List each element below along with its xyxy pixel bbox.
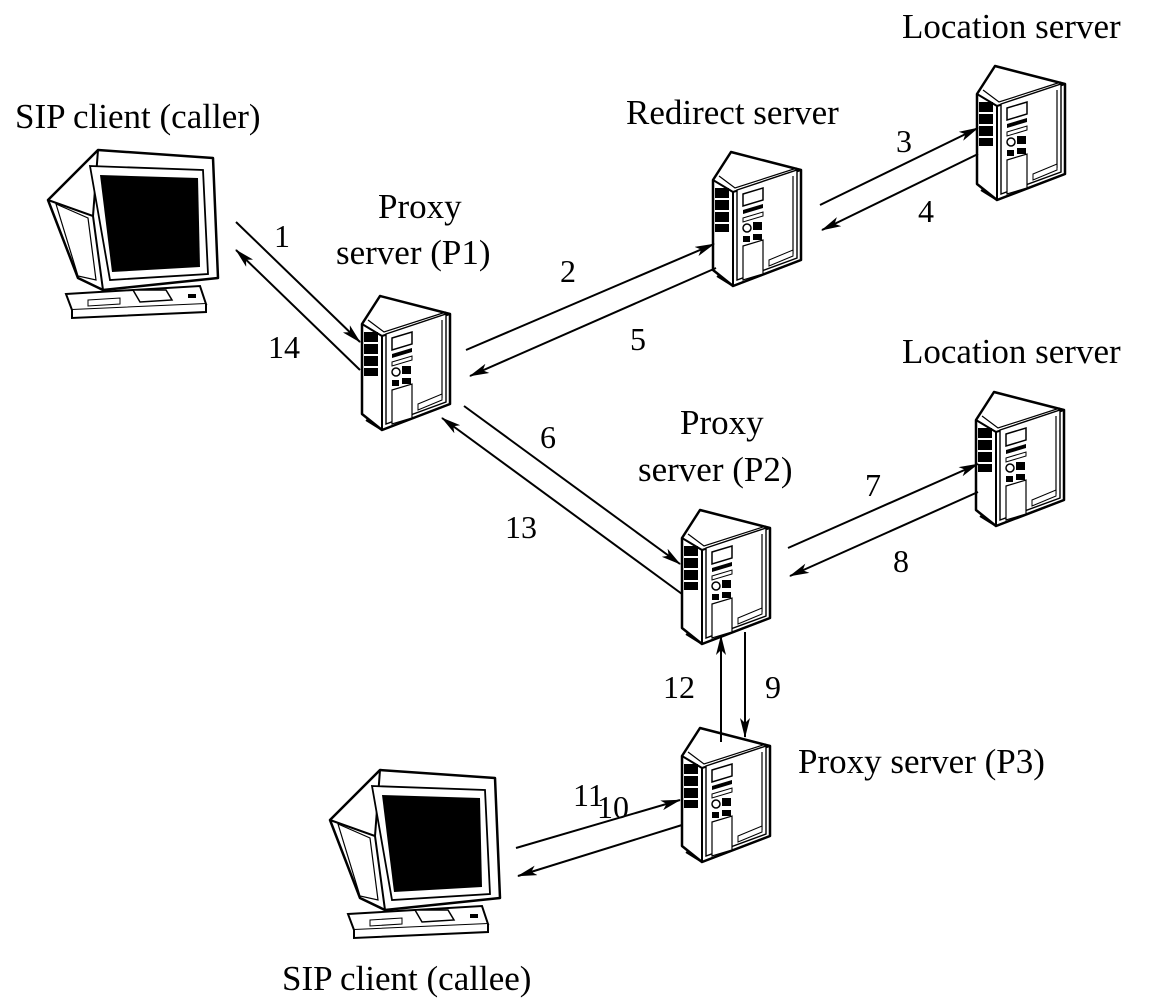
- arrow-2: [465, 243, 715, 351]
- callee-label: SIP client (callee): [282, 959, 531, 998]
- location-server-1-icon: [975, 64, 1067, 202]
- redirect-server-icon: [711, 150, 803, 288]
- location-server-1-label: Location server: [902, 7, 1121, 46]
- redirect-label: Redirect server: [626, 93, 839, 132]
- message-number-2: 2: [560, 253, 576, 289]
- caller-label: SIP client (caller): [15, 97, 261, 136]
- location-server-2-icon: [974, 390, 1066, 528]
- message-number-9: 9: [765, 669, 781, 705]
- message-number-5: 5: [630, 321, 646, 357]
- message-number-1: 1: [274, 218, 290, 254]
- arrow-11: [515, 799, 681, 849]
- message-number-8: 8: [893, 543, 909, 579]
- location-server-2-label: Location server: [902, 332, 1121, 371]
- arrow-13: [441, 417, 683, 595]
- proxy-p2-label-line2: server (P2): [638, 450, 793, 489]
- proxy-p3-server-icon: [680, 726, 772, 864]
- message-number-3: 3: [896, 123, 912, 159]
- arrow-7: [787, 463, 979, 549]
- arrow-5: [469, 267, 717, 377]
- proxy-p2-server-icon: [680, 508, 772, 646]
- message-number-7: 7: [865, 467, 881, 503]
- message-number-11: 11: [573, 777, 604, 813]
- message-number-10: 10: [597, 789, 629, 825]
- caller-computer-icon: [46, 148, 220, 320]
- callee-computer-icon: [328, 768, 502, 940]
- arrow-4: [821, 153, 979, 231]
- message-number-14: 14: [268, 329, 300, 365]
- message-number-4: 4: [918, 193, 934, 229]
- arrow-14: [235, 249, 361, 371]
- proxy-p1-server-icon: [360, 294, 452, 432]
- arrow-6: [463, 405, 681, 565]
- proxy-p2-label-line1: Proxy: [680, 403, 764, 442]
- arrow-8: [789, 491, 979, 577]
- proxy-p3-label: Proxy server (P3): [798, 742, 1045, 781]
- arrow-10: [517, 824, 683, 877]
- arrow-1: [235, 221, 361, 343]
- message-number-13: 13: [505, 509, 537, 545]
- message-number-12: 12: [663, 669, 695, 705]
- arrow-3: [819, 127, 979, 206]
- proxy-p1-label-line1: Proxy: [378, 187, 462, 226]
- message-number-6: 6: [540, 419, 556, 455]
- proxy-p1-label-line2: server (P1): [336, 233, 491, 272]
